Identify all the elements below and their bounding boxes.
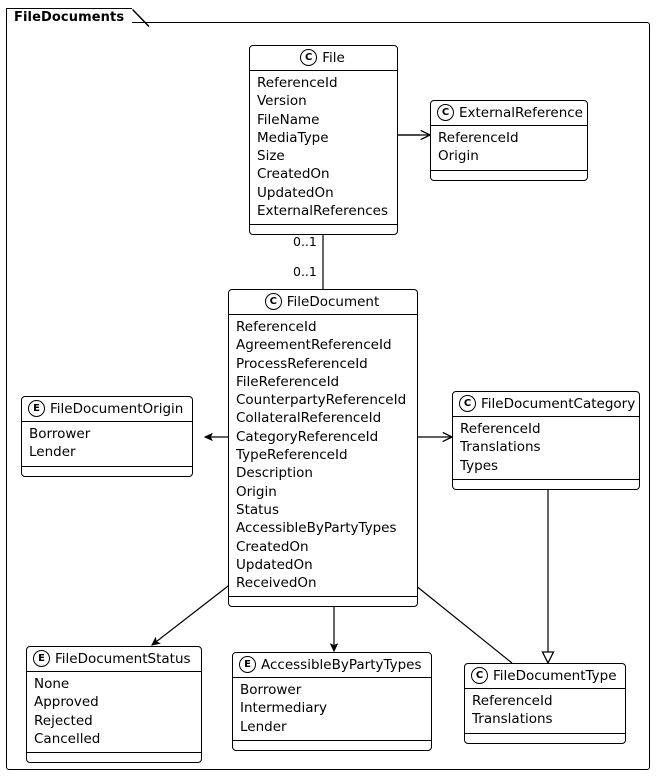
class-node-filedocumenttype[interactable]: C FileDocumentType ReferenceId Translati… (464, 663, 626, 744)
enum-header-filedocumentorigin: E FileDocumentOrigin (22, 397, 192, 422)
enum-header-filedocumentstatus: E FileDocumentStatus (27, 647, 201, 672)
enum-header-accessiblebypartytypes: E AccessibleByPartyTypes (233, 653, 431, 678)
class-header-file: C File (250, 46, 397, 71)
attribute-row: UpdatedOn (236, 556, 313, 573)
class-name-filedocumentcategory: FileDocumentCategory (481, 395, 636, 412)
class-attributes-externalreference: ReferenceId Origin (431, 126, 587, 171)
enum-node-filedocumentstatus[interactable]: E FileDocumentStatus None Approved Rejec… (26, 646, 202, 764)
class-node-filedocument[interactable]: C FileDocument ReferenceId AgreementRefe… (228, 289, 418, 608)
enum-values-accessiblebypartytypes: Borrower Intermediary Lender (233, 678, 431, 741)
package-frame (6, 22, 650, 770)
enum-node-accessiblebypartytypes[interactable]: E AccessibleByPartyTypes Borrower Interm… (232, 652, 432, 751)
attribute-row: ReferenceId (236, 319, 317, 335)
attribute-row: TypeReferenceId (236, 447, 348, 464)
enum-value-row: Lender (240, 718, 287, 735)
class-header-filedocumenttype: C FileDocumentType (465, 664, 625, 689)
attribute-row: MediaType (257, 129, 329, 146)
attribute-row: CreatedOn (257, 166, 330, 183)
attribute-row: Origin (438, 148, 479, 165)
class-name-externalreference: ExternalReference (459, 104, 583, 121)
attribute-row: ExternalReferences (257, 203, 389, 220)
enum-values-filedocumentstatus: None Approved Rejected Cancelled (27, 672, 201, 754)
class-name-file: File (322, 49, 345, 66)
class-attributes-filedocumentcategory: ReferenceId Translations Types (453, 417, 639, 480)
attribute-row: Origin (236, 483, 277, 500)
class-name-filedocumenttype: FileDocumentType (493, 667, 617, 684)
enum-value-row: Rejected (34, 712, 93, 729)
enum-methods-filedocumentorigin (22, 467, 192, 476)
attribute-row: Status (236, 501, 280, 518)
class-attributes-filedocumenttype: ReferenceId Translations (465, 689, 625, 734)
enum-methods-accessiblebypartytypes (233, 741, 431, 750)
attribute-row: CounterpartyReferenceId (236, 392, 407, 409)
attribute-row: Size (257, 148, 285, 165)
attribute-row: ReceivedOn (236, 575, 317, 592)
class-node-filedocumentcategory[interactable]: C FileDocumentCategory ReferenceId Trans… (452, 391, 640, 490)
attribute-row: ReferenceId (438, 130, 519, 146)
enum-value-row: Intermediary (240, 700, 328, 717)
enum-value-row: None (34, 676, 70, 692)
attribute-row: FileName (257, 111, 320, 128)
enum-stereotype-icon: E (33, 650, 50, 667)
enum-value-row: Lender (29, 444, 76, 461)
attribute-row: ReferenceId (460, 421, 541, 437)
enum-stereotype-icon: E (239, 656, 256, 673)
attribute-row: Description (236, 465, 313, 482)
attribute-row: CreatedOn (236, 538, 309, 555)
attribute-row: ProcessReferenceId (236, 355, 368, 372)
class-methods-externalreference (431, 171, 587, 180)
class-stereotype-icon: C (459, 395, 476, 412)
enum-stereotype-icon: E (28, 400, 45, 417)
attribute-row: Types (460, 457, 499, 474)
attribute-row: Translations (460, 439, 541, 456)
attribute-row: FileReferenceId (236, 373, 340, 390)
class-header-filedocumentcategory: C FileDocumentCategory (453, 392, 639, 417)
multiplicity-file-end: 0..1 (293, 234, 317, 249)
attribute-row: ReferenceId (472, 693, 553, 709)
enum-methods-filedocumentstatus (27, 753, 201, 762)
class-attributes-filedocument: ReferenceId AgreementReferenceId Process… (229, 315, 417, 598)
class-node-file[interactable]: C File ReferenceId Version FileName Medi… (249, 45, 398, 236)
class-header-externalreference: C ExternalReference (431, 101, 587, 126)
class-header-filedocument: C FileDocument (229, 290, 417, 315)
enum-name-filedocumentstatus: FileDocumentStatus (55, 650, 191, 667)
class-node-externalreference[interactable]: C ExternalReference ReferenceId Origin (430, 100, 588, 181)
enum-node-filedocumentorigin[interactable]: E FileDocumentOrigin Borrower Lender (21, 396, 193, 477)
class-methods-filedocument (229, 597, 417, 606)
class-stereotype-icon: C (471, 667, 488, 684)
package-tab-corner (132, 9, 150, 27)
attribute-row: AccessibleByPartyTypes (236, 520, 397, 537)
enum-name-filedocumentorigin: FileDocumentOrigin (50, 400, 184, 417)
enum-value-row: Borrower (240, 682, 302, 698)
class-stereotype-icon: C (437, 104, 454, 121)
multiplicity-filedocument-end: 0..1 (293, 264, 317, 279)
attribute-row: CategoryReferenceId (236, 428, 379, 445)
attribute-row: CollateralReferenceId (236, 410, 382, 427)
class-methods-filedocumenttype (465, 734, 625, 743)
class-methods-file (250, 225, 397, 234)
attribute-row: Translations (472, 711, 553, 728)
class-name-filedocument: FileDocument (286, 293, 380, 310)
package-tab: FileDocuments (6, 8, 150, 27)
enum-value-row: Approved (34, 694, 99, 711)
enum-values-filedocumentorigin: Borrower Lender (22, 422, 192, 467)
attribute-row: AgreementReferenceId (236, 337, 392, 354)
class-methods-filedocumentcategory (453, 480, 639, 489)
attribute-row: Version (257, 93, 307, 110)
class-attributes-file: ReferenceId Version FileName MediaType S… (250, 71, 397, 226)
package-title: FileDocuments (14, 10, 125, 25)
class-stereotype-icon: C (264, 293, 282, 310)
attribute-row: ReferenceId (257, 75, 338, 91)
attribute-row: UpdatedOn (257, 184, 334, 201)
enum-name-accessiblebypartytypes: AccessibleByPartyTypes (261, 656, 422, 673)
class-stereotype-icon: C (300, 49, 318, 66)
enum-value-row: Borrower (29, 426, 91, 442)
enum-value-row: Cancelled (34, 730, 101, 747)
